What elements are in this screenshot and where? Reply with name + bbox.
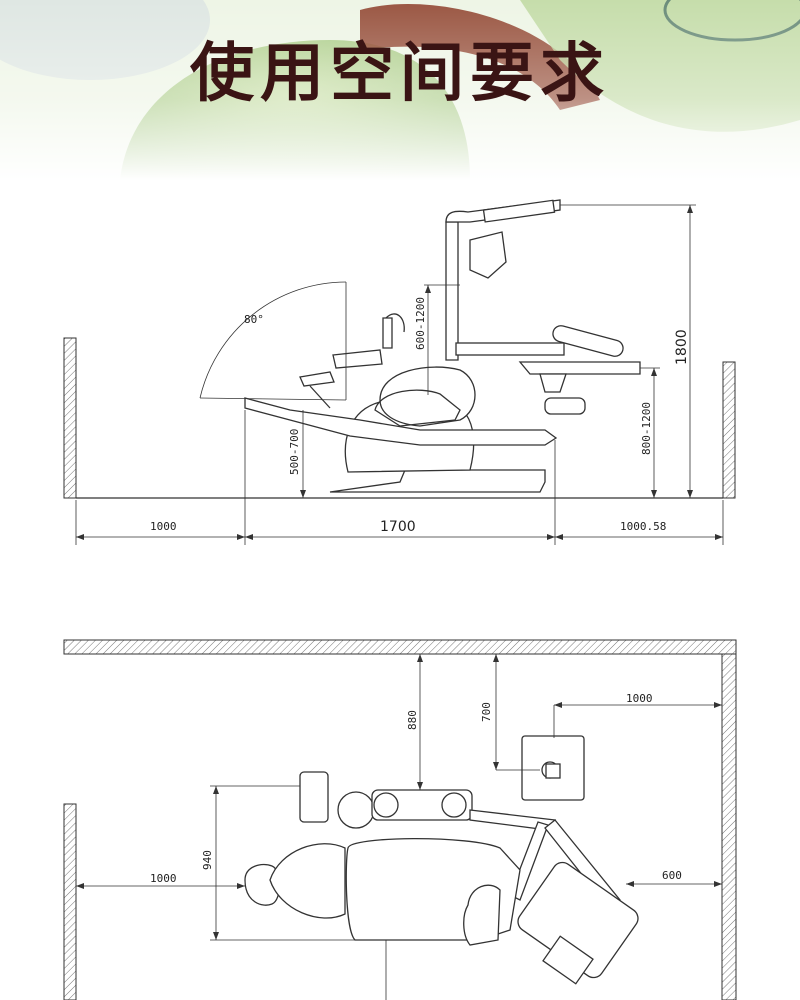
angle-label: 80° (244, 313, 264, 326)
box-to-wall-label: 1000 (626, 692, 653, 705)
top-view-diagram: 880 700 1000 940 1000 600 (63, 639, 737, 1000)
dental-chair-top (244, 735, 639, 985)
top-dimension-arrows (76, 654, 722, 940)
seat-height-label: 500-700 (288, 429, 301, 475)
page-title: 使用空间要求 (190, 37, 610, 111)
left-width-label: 1000 (150, 520, 177, 533)
header-banner: 使用空间要求 (0, 0, 800, 180)
right-width-label: 1000.58 (620, 520, 666, 533)
right-side-wall (721, 653, 737, 1000)
width-label: 940 (201, 850, 214, 870)
right-clearance-label: 600 (662, 869, 682, 882)
depth-a-label: 880 (406, 710, 419, 730)
banner-background (0, 0, 800, 180)
tray-height-label: 800-1200 (640, 402, 653, 455)
total-height-label: 1800 (674, 329, 690, 365)
head-clearance-label: 1000 (150, 872, 177, 885)
side-view-diagram: 80° 600-1200 1800 800-1200 500-700 1000 … (63, 199, 736, 545)
left-wall (63, 337, 77, 499)
side-dimension-lines (75, 204, 724, 545)
top-dimension-lines (76, 654, 722, 1000)
middle-width-label: 1700 (380, 519, 416, 535)
lamp-height-label: 600-1200 (414, 297, 427, 350)
depth-b-label: 700 (480, 702, 493, 722)
side-dimension-arrows (76, 205, 723, 540)
right-wall (722, 361, 736, 499)
dental-chair-side (244, 199, 641, 493)
left-side-wall (63, 803, 77, 1000)
back-wall (63, 639, 737, 655)
